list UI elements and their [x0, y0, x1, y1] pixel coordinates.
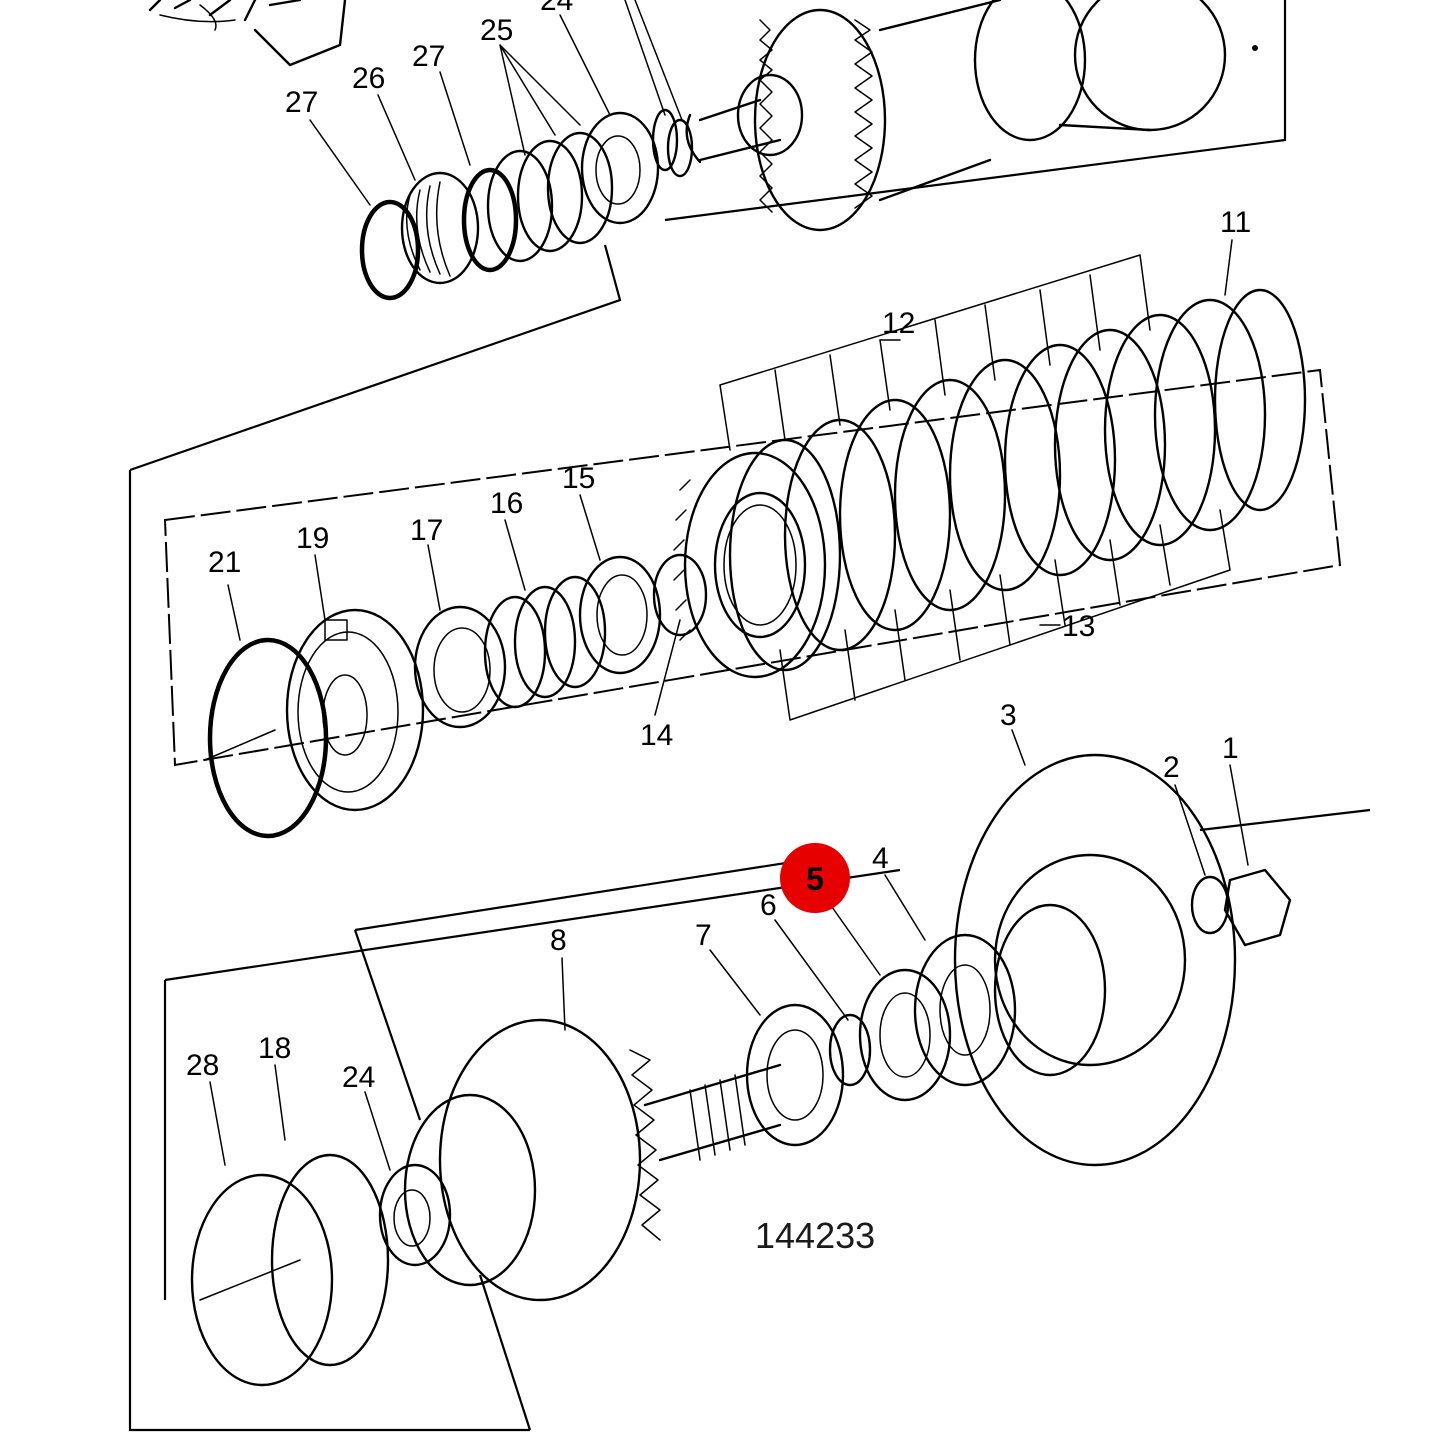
callout-28: 28: [186, 1049, 219, 1082]
highlight-label: 5: [806, 861, 824, 897]
callout-6: 6: [760, 889, 777, 922]
callout-11: 11: [1220, 206, 1251, 239]
clutch-pack-assembly: [128, 254, 1342, 1432]
callout-27a: 27: [285, 86, 318, 119]
callout-25: 25: [480, 14, 513, 47]
callout-17: 17: [410, 514, 443, 547]
top-assembly: [129, 0, 1287, 472]
callout-26: 26: [352, 62, 385, 95]
output-shaft-assembly: [163, 753, 1371, 1431]
callout-13: 13: [1062, 610, 1095, 643]
callout-24b: 24: [342, 1061, 375, 1094]
callout-7: 7: [695, 919, 712, 952]
callout-18: 18: [258, 1032, 291, 1065]
callout-14: 14: [640, 719, 673, 752]
callout-8: 8: [550, 924, 567, 957]
callout-19: 19: [296, 522, 329, 555]
drawing-number: 144233: [755, 1215, 875, 1256]
callout-15: 15: [562, 462, 595, 495]
callout-labels: 27 26 27 25 24 11 12 21 19 17 16 15 14 1…: [186, 0, 1251, 1094]
callout-4: 4: [872, 842, 889, 875]
callout-2: 2: [1163, 751, 1180, 784]
leader-lines: [209, 0, 1249, 1171]
callout-24a: 24: [540, 0, 573, 17]
highlighted-callout-5[interactable]: 5: [780, 843, 850, 913]
callout-1: 1: [1222, 732, 1239, 765]
callout-3: 3: [1000, 699, 1017, 732]
callout-21: 21: [208, 546, 241, 579]
highlight-marker[interactable]: [780, 843, 850, 913]
callout-27b: 27: [412, 40, 445, 73]
callout-12: 12: [882, 307, 915, 340]
callout-16: 16: [490, 487, 523, 520]
